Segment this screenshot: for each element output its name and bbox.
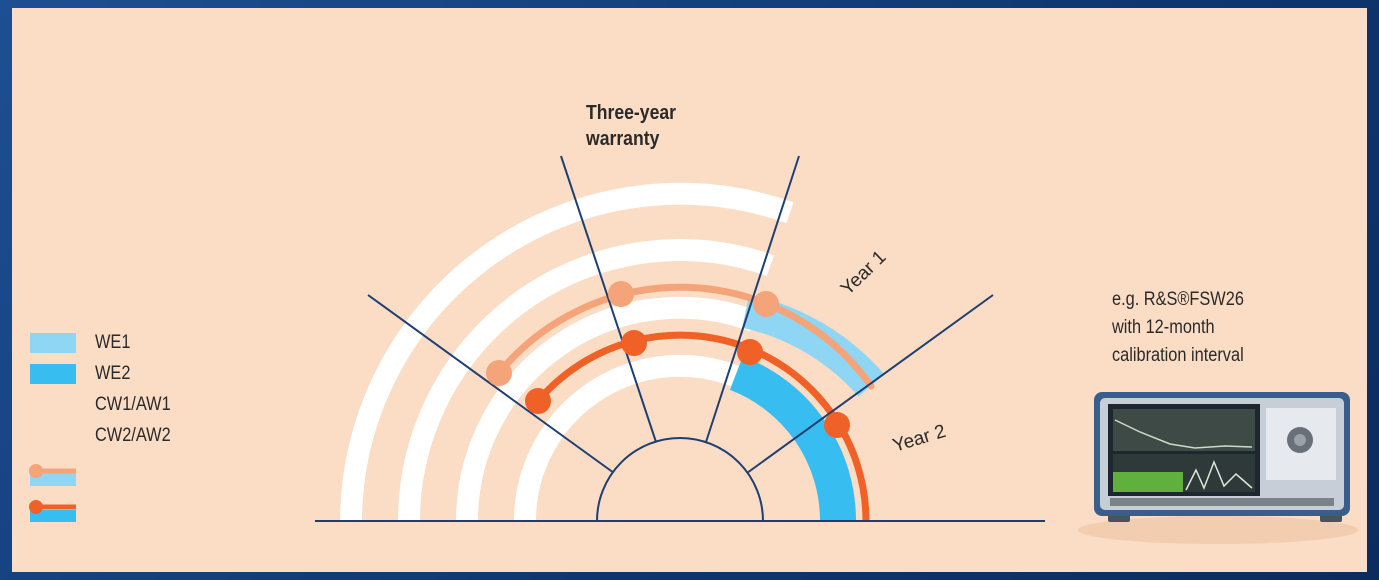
legend-marker-dark-orange-dot: [29, 500, 43, 514]
radial-lines: [367, 155, 994, 474]
legend-marker-light-orange-dot: [29, 464, 43, 478]
center-semicircle: [596, 437, 764, 522]
white-arc-2: [398, 239, 775, 522]
title-line-1: Three-year: [586, 102, 677, 124]
light-orange-dot-2: [608, 281, 634, 307]
radial-line-left: [367, 294, 615, 474]
legend-swatch-we1: [30, 333, 76, 353]
year1-label: Year 1: [837, 247, 891, 300]
white-arc-inner: [513, 354, 740, 522]
light-orange-dot-1: [486, 360, 512, 386]
title-line-2: warranty: [586, 128, 660, 150]
legend-swatch-we2: [30, 364, 76, 384]
device-trace-top: [1114, 419, 1253, 449]
three-year-warranty-title: Three-year warranty: [586, 100, 727, 152]
white-arcs: [340, 182, 794, 522]
legend-line-markers: [29, 464, 76, 522]
dark-orange-dots: [525, 330, 850, 438]
device-knob-center: [1294, 434, 1306, 446]
light-orange-arc: [495, 283, 875, 390]
radial-line-center-right: [705, 155, 800, 443]
device-caption-line-3: calibration interval: [1112, 345, 1244, 366]
device-trace-bottom: [1185, 459, 1253, 491]
legend-marker-light-blue-bar: [30, 472, 76, 486]
dark-orange-dot-4: [824, 412, 850, 438]
device-caption-line-1: e.g. R&S®FSW26: [1112, 289, 1244, 310]
legend-label-cw2-aw2: CW2/AW2: [95, 425, 171, 446]
dark-orange-dot-3: [737, 339, 763, 365]
we2-segment: [729, 356, 857, 522]
light-orange-dot-3: [753, 291, 779, 317]
device-button-strip: [1110, 498, 1334, 506]
legend-label-we2: WE2: [95, 363, 131, 384]
device-caption-line-2: with 12-month: [1112, 317, 1215, 338]
dark-orange-dot-1: [525, 388, 551, 414]
device-shadow: [1078, 516, 1358, 544]
device-screen-green: [1113, 472, 1183, 492]
white-arc-outer: [340, 182, 794, 522]
device-caption: e.g. R&S®FSW26 with 12-month calibration…: [1112, 286, 1244, 370]
radial-line-right: [746, 294, 994, 474]
dark-orange-dot-2: [621, 330, 647, 356]
year2-label: Year 2: [890, 421, 948, 457]
legend-marker-blue-bar: [30, 510, 76, 522]
legend-label-we1: WE1: [95, 332, 131, 353]
legend-label-cw1-aw1: CW1/AW1: [95, 394, 171, 415]
white-arc-3: [455, 296, 758, 522]
light-orange-dots: [486, 281, 779, 386]
radial-line-center-left: [560, 155, 657, 443]
spectrum-analyzer-image: [1078, 392, 1358, 544]
